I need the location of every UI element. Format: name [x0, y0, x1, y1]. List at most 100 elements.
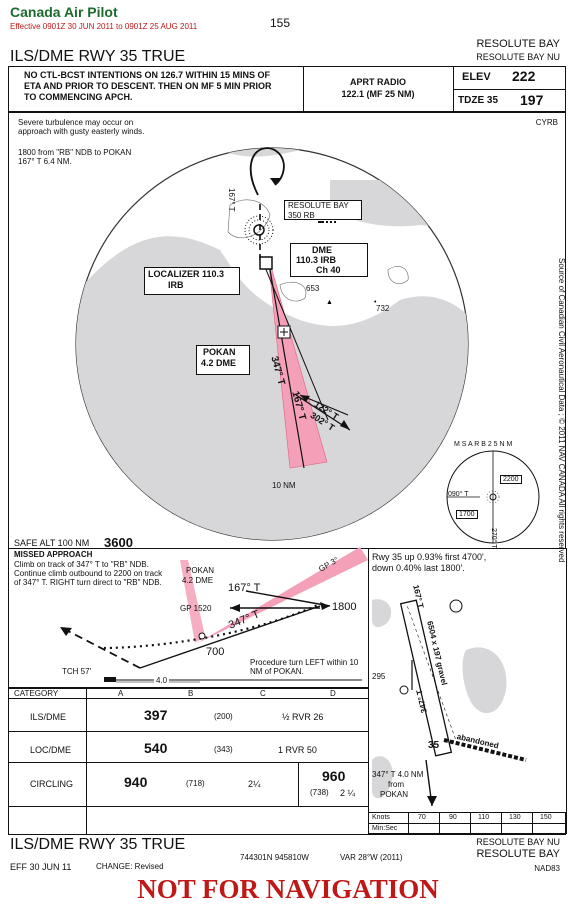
- localizer-line1: LOCALIZER 110.3: [148, 269, 225, 279]
- circling-cd-hat: (738): [310, 788, 329, 797]
- from-pokan-line3: POKAN: [380, 790, 409, 799]
- tdze-value: 197: [520, 92, 544, 108]
- circling-cd-mda: 960: [322, 768, 346, 784]
- circling-ab-mda: 940: [124, 774, 148, 790]
- pokan-dme: 4.2 DME: [201, 358, 237, 368]
- elev-value: 222: [512, 68, 536, 84]
- circling-cd-vis: 2 ¼: [340, 788, 356, 798]
- ten-nm-ring-label: 10 NM: [272, 481, 296, 490]
- airport-subname: RESOLUTE BAY NU: [476, 52, 560, 62]
- spot-elev-732: 732: [376, 304, 390, 313]
- tch: TCH 57': [62, 667, 92, 676]
- alt-700: 700: [206, 646, 225, 658]
- runway-gradient-line2: down 0.40% last 1800'.: [372, 563, 465, 573]
- msa-sector-2200: 2200: [500, 475, 522, 484]
- pokan-name: POKAN: [203, 347, 236, 357]
- ndb-note-line1: 1800 from "RB" NDB to POKAN: [18, 148, 132, 157]
- aprt-radio-title: APRT RADIO: [350, 77, 406, 87]
- effective-dates: Effective 0901Z 30 JUN 2011 to 0901Z 25 …: [10, 22, 198, 31]
- final-course-line: [267, 257, 305, 469]
- outbound-leg: [245, 590, 331, 607]
- glidepath-line: [139, 605, 321, 669]
- localizer-line2: IRB: [168, 280, 184, 290]
- spot-elev-653: 653: [306, 284, 320, 293]
- turbulence-note: Severe turbulence may occur on approach …: [18, 118, 145, 136]
- missed-approach-text: Climb on track of 347° T to "RB" NDB. Co…: [14, 560, 163, 587]
- localizer-label-box: [144, 267, 240, 295]
- minsec-label: Min:Sec: [372, 825, 398, 832]
- runway-number: 35: [428, 740, 440, 751]
- aerodrome-elev-295: 295: [372, 672, 386, 681]
- minima-header-c: C: [260, 689, 266, 698]
- footer-change: CHANGE: Revised: [96, 862, 164, 871]
- minima-header-category: CATEGORY: [14, 689, 59, 698]
- minima-mda: 397: [144, 707, 168, 723]
- knots-150: 150: [540, 814, 552, 821]
- tdze-label: TDZE 35: [458, 95, 499, 106]
- knots-130: 130: [509, 814, 521, 821]
- minima-row-label: ILS/DME: [30, 712, 67, 722]
- minima-row-label: LOC/DME: [30, 745, 72, 755]
- pokan-label-box: [196, 345, 250, 375]
- svg-text:▲: ▲: [326, 299, 333, 306]
- knots-label: Knots: [372, 814, 390, 821]
- circling-ab-vis: 2¼: [248, 779, 261, 789]
- pokan-profile-fix: [198, 632, 206, 640]
- safe-alt-label: SAFE ALT 100 NM: [14, 538, 90, 548]
- ctl-notice: NO CTL-BCST INTENTIONS ON 126.7 WITHIN 1…: [24, 70, 272, 102]
- airport-name: RESOLUTE BAY: [476, 38, 560, 50]
- profile-pokan-dme: 4.2 DME: [182, 576, 214, 585]
- minima-vis: ½ RVR 26: [282, 712, 324, 722]
- footer-airport-subname: RESOLUTE BAY NU: [476, 837, 560, 847]
- footer-datum: NAD83: [534, 864, 560, 873]
- footer-variation: VAR 28°W (2011): [340, 853, 403, 862]
- plan-view-frame: [8, 112, 566, 548]
- abandoned-runway: [443, 738, 527, 762]
- circling-ab-hat: (718): [186, 779, 205, 788]
- dme-line2: 110.3 IRB: [296, 255, 337, 265]
- minima-hat: (200): [214, 712, 233, 721]
- msa-ndb-symbol: [489, 493, 497, 501]
- dme-line3: Ch 40: [316, 265, 341, 275]
- msa-sector-1700: 1700: [456, 510, 478, 519]
- airport-id: CYRB: [535, 118, 558, 127]
- profile-pokan-name: POKAN: [186, 566, 215, 575]
- ndb-rb-symbol: [253, 224, 265, 236]
- footer-airport-name: RESOLUTE BAY: [476, 848, 560, 860]
- missed-approach-title: MISSED APPROACH: [14, 550, 93, 559]
- footer-eff-date: EFF 30 JUN 11: [10, 862, 72, 872]
- dme-label-box: [290, 243, 368, 277]
- not-for-navigation-stamp: NOT FOR NAVIGATION: [137, 874, 439, 904]
- elev-label: ELEV: [462, 71, 491, 83]
- procedure-title: ILS/DME RWY 35 TRUE: [10, 48, 186, 65]
- ndb-label-box: [284, 200, 362, 220]
- procedure-turn-line: [259, 254, 329, 421]
- svg-text:•: •: [374, 299, 377, 306]
- procedure-turn-note: Procedure turn LEFT within 10 NM of POKA…: [250, 658, 359, 676]
- dme-line1: DME: [312, 245, 332, 255]
- missed-climbout: [65, 629, 141, 669]
- pt-outbound-leg: [295, 394, 351, 431]
- footer-coordinates: 744301N 945810W: [240, 853, 309, 862]
- minima-mda: 540: [144, 740, 168, 756]
- publisher-title: Canada Air Pilot: [10, 4, 118, 20]
- knots-90: 90: [449, 814, 457, 821]
- ndb-name: RESOLUTE BAY: [288, 201, 349, 210]
- gp-altitude: GP 1520: [180, 604, 212, 613]
- minima-header-a: A: [118, 689, 124, 698]
- ndb-freq: 350 RB: [288, 211, 315, 220]
- runway-gradient-line1: Rwy 35 up 0.93% first 4700',: [372, 552, 487, 562]
- from-pokan-line1: 347° T 4.0 NM: [372, 770, 424, 779]
- circling-label: CIRCLING: [30, 779, 74, 789]
- profile-heading-167: 167° T: [228, 582, 261, 594]
- minima-header-b: B: [188, 689, 194, 698]
- profile-distance: 4.0: [154, 676, 170, 685]
- msa-label: M S A R B 2 5 N M: [454, 441, 513, 448]
- glidepath-feather: [196, 547, 368, 644]
- minima-vis: 1 RVR 50: [278, 745, 317, 755]
- from-pokan-line2: from: [388, 780, 404, 789]
- page-number: 155: [270, 16, 291, 30]
